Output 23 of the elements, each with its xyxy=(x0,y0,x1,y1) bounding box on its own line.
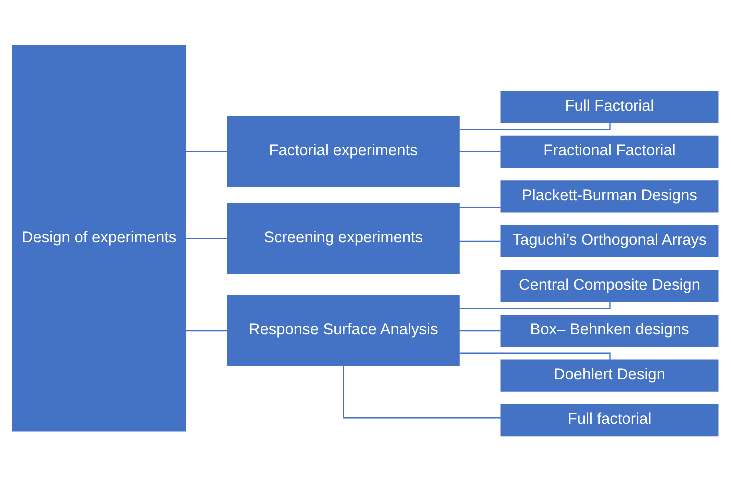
node-box: Full Factorial xyxy=(500,90,719,123)
node-box: Doehlert Design xyxy=(500,359,719,392)
connector xyxy=(186,237,228,239)
connector xyxy=(460,330,501,332)
connector xyxy=(460,352,611,360)
node-box: Factorial experiments xyxy=(227,116,460,187)
node-box: Central Composite Design xyxy=(500,270,719,302)
node-box: Box– Behnken designs xyxy=(500,314,719,347)
connector xyxy=(460,150,501,152)
node-box: Taguchi’s Orthogonal Arrays xyxy=(500,224,719,258)
node-box: Fractional Factorial xyxy=(500,135,719,168)
node-box: Full factorial xyxy=(500,404,719,436)
node-box: Design of experiments xyxy=(12,44,186,432)
node-box: Response Surface Analysis xyxy=(227,295,460,366)
connector xyxy=(460,206,501,208)
connector xyxy=(460,302,611,309)
connector xyxy=(343,366,502,418)
connector xyxy=(186,150,228,152)
node-box: Screening experiments xyxy=(227,202,460,274)
node-box: Plackett-Burman Designs xyxy=(500,180,719,212)
connector xyxy=(460,122,611,130)
connector xyxy=(186,330,228,332)
connector xyxy=(460,240,501,242)
